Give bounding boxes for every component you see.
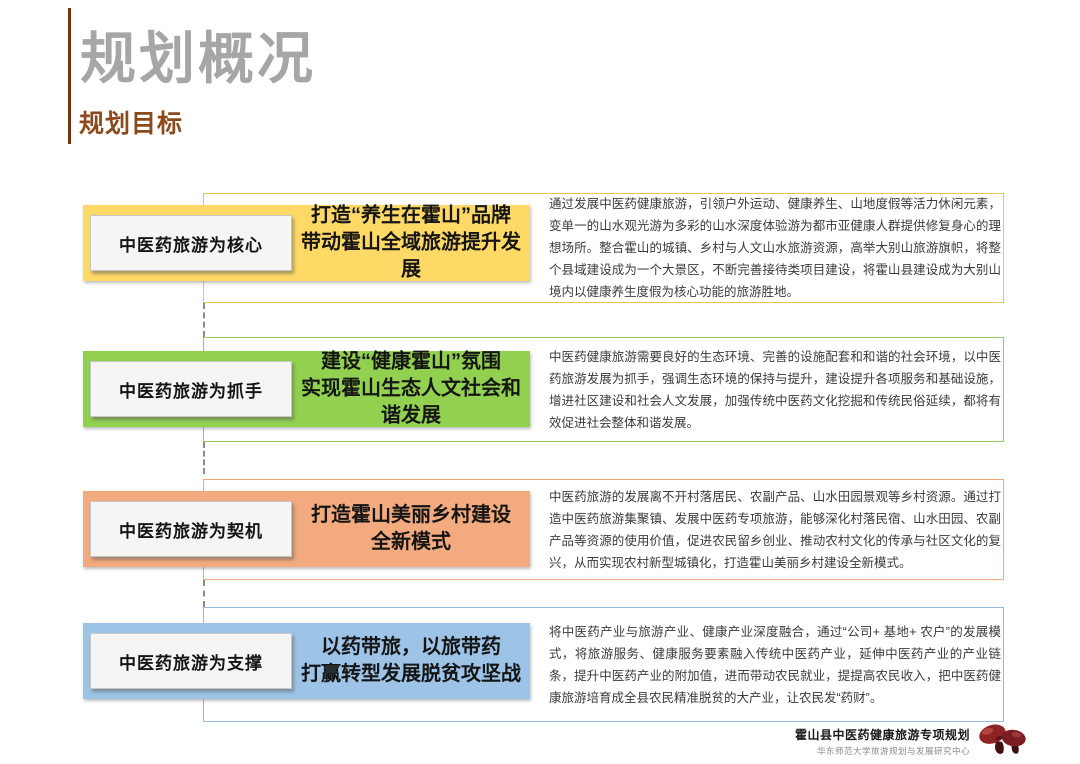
dashed-connector-line — [203, 303, 205, 337]
goal-headline: 以药带旅，以旅带药 打赢转型发展脱贫攻坚战 — [296, 634, 526, 688]
goal-label-box: 中医药旅游为核心 — [90, 215, 292, 271]
goal-label: 中医药旅游为抓手 — [119, 381, 263, 401]
goal-headline-line2: 实现霍山生态人文社会和谐发展 — [301, 377, 521, 427]
goal-paragraph: 中医药健康旅游需要良好的生态环境、完善的设施配套和和谐的社会环境，以中医药旅游发… — [549, 349, 1001, 430]
goal-headline-line1: 打造“养生在霍山”品牌 — [311, 204, 511, 227]
footer-subtitle: 华东师范大学旅游规划与发展研究中心 — [816, 746, 970, 756]
goal-paragraph: 中医药旅游的发展离不开村落居民、农副产品、山水田园景观等乡村资源。通过打造中医药… — [549, 489, 1001, 570]
goal-headline-line1: 以药带旅，以旅带药 — [321, 636, 501, 658]
goal-headline-line2: 全新模式 — [371, 531, 451, 553]
goal-headline-line1: 建设“健康霍山”氛围 — [321, 350, 501, 373]
goal-paragraph: 将中医药产业与旅游产业、健康产业深度融合，通过“公司+ 基地+ 农户”的发展模式… — [549, 624, 1001, 705]
goal-bar: 中医药旅游为支撑 以药带旅，以旅带药 打赢转型发展脱贫攻坚战 — [83, 623, 530, 699]
goal-headline: 打造霍山美丽乡村建设 全新模式 — [296, 502, 526, 556]
goal-label: 中医药旅游为核心 — [119, 235, 263, 255]
goal-headline: 打造“养生在霍山”品牌 带动霍山全域旅游提升发展 — [296, 203, 526, 284]
goal-bar: 中医药旅游为抓手 建设“健康霍山”氛围 实现霍山生态人文社会和谐发展 — [83, 351, 530, 427]
goal-bar: 中医药旅游为核心 打造“养生在霍山”品牌 带动霍山全域旅游提升发展 — [83, 205, 530, 281]
goal-label: 中医药旅游为支撑 — [119, 653, 263, 673]
goal-label-box: 中医药旅游为抓手 — [90, 361, 292, 417]
goal-label: 中医药旅游为契机 — [119, 521, 263, 541]
header-accent-line — [68, 8, 71, 144]
goal-label-box: 中医药旅游为支撑 — [90, 633, 292, 689]
page-subtitle: 规划目标 — [79, 110, 184, 138]
goal-headline: 建设“健康霍山”氛围 实现霍山生态人文社会和谐发展 — [296, 349, 526, 430]
dashed-connector-line — [203, 442, 205, 474]
footer-title: 霍山县中医药健康旅游专项规划 — [794, 728, 970, 742]
footer-text-block: 霍山县中医药健康旅游专项规划 华东师范大学旅游规划与发展研究中心 — [795, 726, 970, 757]
goal-headline-line2: 打赢转型发展脱贫攻坚战 — [301, 663, 521, 685]
dashed-connector-line — [203, 580, 205, 607]
lingzhi-mushroom-logo — [979, 724, 1026, 755]
goal-paragraph: 通过发展中医药健康旅游，引领户外运动、健康养生、山地度假等活力休闲元素，变单一的… — [549, 197, 1001, 299]
goal-headline-line2: 带动霍山全域旅游提升发展 — [301, 231, 521, 281]
page-title: 规划概况 — [80, 27, 316, 90]
goal-label-box: 中医药旅游为契机 — [90, 501, 292, 557]
goal-bar: 中医药旅游为契机 打造霍山美丽乡村建设 全新模式 — [83, 491, 530, 567]
goal-headline-line1: 打造霍山美丽乡村建设 — [311, 504, 511, 526]
